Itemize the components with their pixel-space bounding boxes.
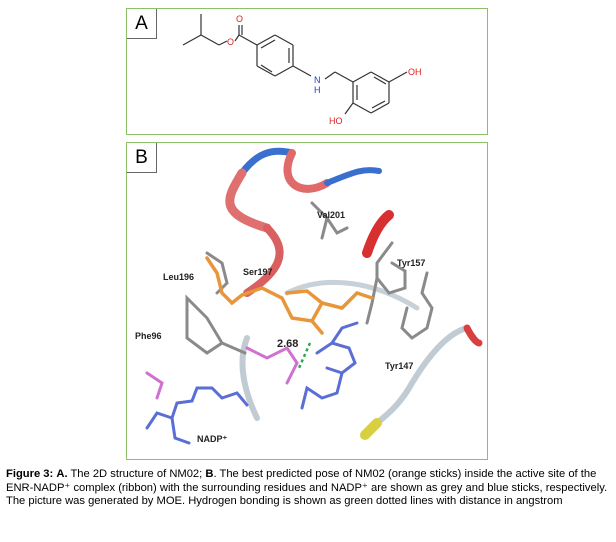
ribbon-grey-right [374, 325, 470, 426]
ribbon-top-blue [238, 147, 296, 177]
panel-a: A [126, 8, 488, 135]
atom-h: H [314, 85, 321, 95]
atom-n: N [314, 75, 321, 85]
ribbon-top-red [283, 149, 331, 193]
atom-o-carbonyl: O [236, 14, 243, 24]
hbond-distance: 2.68 [277, 338, 298, 350]
figure-caption: Figure 3: A. The 2D structure of NM02; B… [6, 468, 610, 509]
ribbon-helix-left [225, 168, 272, 233]
caption-figure-label: Figure 3: [6, 468, 54, 480]
atom-o-ester: O [227, 37, 234, 47]
structure-2d-nm02: O O N H OH HO [182, 14, 422, 126]
caption-b-label: B [205, 468, 214, 480]
label-leu196: Leu196 [163, 272, 194, 282]
label-val201: Val201 [317, 210, 345, 220]
label-phe96: Phe96 [135, 331, 162, 341]
atom-oh-right: OH [408, 67, 422, 77]
panel-b-label: B [127, 143, 157, 173]
caption-b-text: . The best predicted pose of NM02 (orang… [6, 468, 608, 508]
panel-b: Val201 Tyr157 Leu196 Ser197 Phe96 Tyr147… [126, 142, 488, 460]
label-ser197: Ser197 [243, 267, 273, 277]
label-tyr147: Tyr147 [385, 361, 413, 371]
docking-pose-render: Val201 Tyr157 Leu196 Ser197 Phe96 Tyr147… [135, 147, 483, 445]
ribbon-yellow [360, 418, 382, 440]
label-tyr157: Tyr157 [397, 258, 425, 268]
ribbon-top-right-blue [324, 167, 382, 186]
caption-a-label: A. [56, 468, 68, 480]
ribbon-grey-left [239, 335, 260, 421]
label-nadp: NADP⁺ [197, 434, 228, 444]
panel-a-label: A [127, 9, 157, 39]
atom-oh-bottom: HO [329, 116, 343, 126]
hbond-line [297, 342, 312, 369]
ribbon-helix-right [362, 210, 394, 258]
caption-a-text: The 2D structure of NM02; [67, 468, 206, 480]
